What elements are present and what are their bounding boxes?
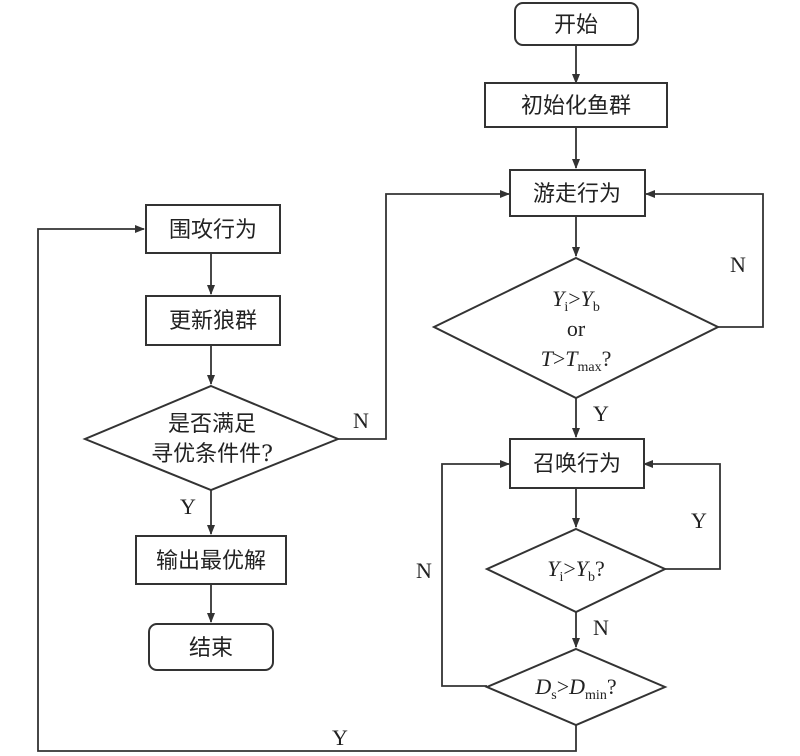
label-n-check: N xyxy=(353,408,369,433)
check-decision: 是否满足 寻优条件件? xyxy=(82,384,341,492)
arrow-cond1-n-loop xyxy=(645,190,764,328)
start-node: 开始 xyxy=(514,2,639,46)
start-label: 开始 xyxy=(554,13,598,38)
label-n-cond2: N xyxy=(593,615,609,640)
arrow-cond2-y-loop xyxy=(643,460,721,570)
siege-label: 围攻行为 xyxy=(169,218,257,243)
cond3-decision: Ds>Dmin? xyxy=(484,647,668,727)
swim-label: 游走行为 xyxy=(533,182,621,207)
label-n-cond3-loop: N xyxy=(416,558,432,583)
label-y-check: Y xyxy=(180,494,196,519)
init-fish-node: 初始化鱼群 xyxy=(484,82,668,128)
cond2-text: Yi>Yb? xyxy=(547,556,605,585)
init-fish-label: 初始化鱼群 xyxy=(521,94,631,119)
label-y-cond3: Y xyxy=(332,725,348,750)
cond2-decision: Yi>Yb? xyxy=(484,527,668,614)
summon-label: 召唤行为 xyxy=(533,452,621,477)
update-wolves-node: 更新狼群 xyxy=(145,295,281,346)
output-best-label: 输出最优解 xyxy=(156,549,266,574)
branch-labels: N Y Y N N Y N Y xyxy=(180,252,746,750)
cond1-decision: Yi>Yb or T>Tmax? xyxy=(431,256,721,400)
siege-node: 围攻行为 xyxy=(145,204,281,254)
label-y-cond1: Y xyxy=(593,401,609,426)
cond3-text: Ds>Dmin? xyxy=(534,674,616,703)
end-label: 结束 xyxy=(189,636,233,661)
swim-node: 游走行为 xyxy=(509,169,646,217)
update-wolves-label: 更新狼群 xyxy=(169,309,257,334)
summon-node: 召唤行为 xyxy=(509,438,645,489)
label-y-cond2-loop: Y xyxy=(691,508,707,533)
cond1-line3: T>Tmax? xyxy=(541,346,612,375)
arrow-cond3-y-to-siege xyxy=(37,225,577,752)
output-best-node: 输出最优解 xyxy=(135,535,287,585)
check-line2: 寻优条件件? xyxy=(151,442,273,467)
cond1-line1: Yi>Yb xyxy=(552,286,600,315)
check-line1: 是否满足 xyxy=(168,412,256,437)
arrow-check-n-to-swim xyxy=(338,190,510,440)
cond1-or: or xyxy=(567,316,586,341)
arrow-cond3-n-loop xyxy=(441,460,510,687)
connectors xyxy=(37,45,764,752)
end-node: 结束 xyxy=(148,623,274,671)
label-n-swim-loop: N xyxy=(730,252,746,277)
